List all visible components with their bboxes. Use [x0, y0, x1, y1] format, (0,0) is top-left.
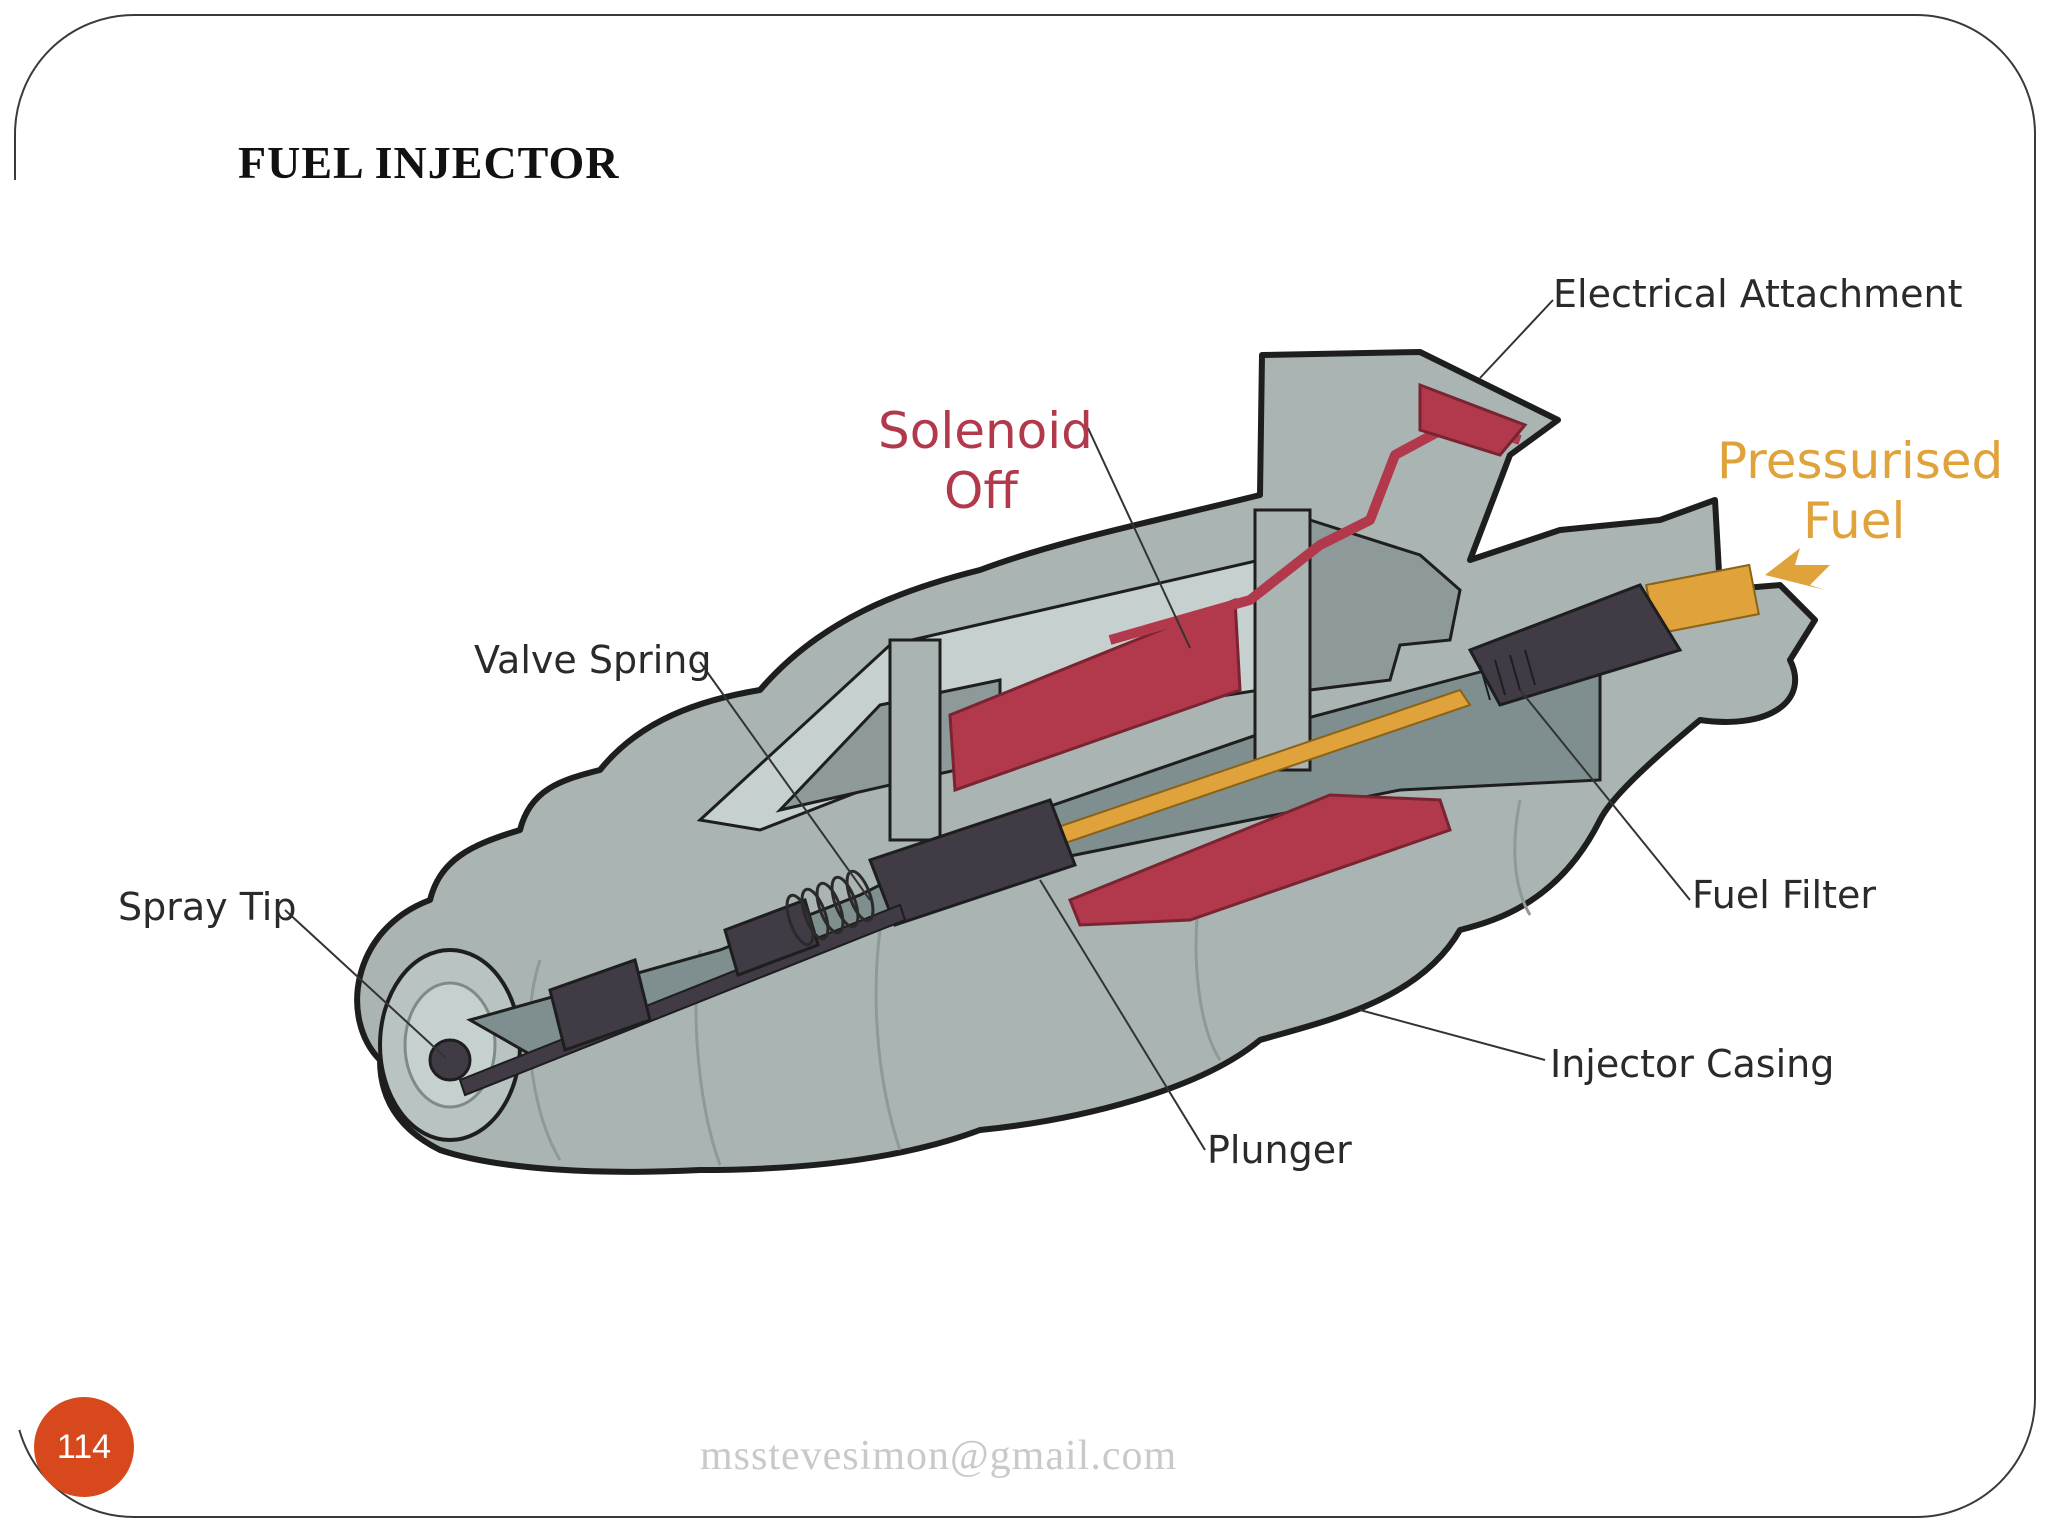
- leader-solenoid: [1087, 427, 1191, 649]
- plunger-guide-2: [548, 958, 652, 1052]
- leader-valve-spring: [699, 661, 871, 901]
- connector-pin: [1418, 382, 1528, 457]
- left-web: [888, 638, 942, 842]
- solenoid-coil-lower: [1068, 793, 1452, 927]
- leader-injector-casing: [1359, 1009, 1546, 1061]
- plunger-body: [868, 798, 1077, 927]
- leader-electrical-attachment: [1479, 299, 1554, 379]
- casing-bulge-5: [1513, 799, 1532, 916]
- page-number-badge: 114: [34, 1397, 134, 1497]
- label-solenoid-line1: Solenoid: [878, 402, 1093, 460]
- footer-email: msstevesimon@gmail.com: [700, 1433, 1178, 1479]
- center-web: [1253, 508, 1312, 772]
- label-pressurised-line2: Fuel: [1803, 492, 1905, 550]
- casing-bulge-3: [874, 929, 902, 1151]
- connector-interior: [1308, 517, 1462, 692]
- label-valve-spring: Valve Spring: [474, 638, 711, 682]
- injector-casing-body: [354, 349, 1818, 1175]
- leader-plunger: [1039, 879, 1206, 1151]
- frame-gap: [10, 180, 20, 1430]
- leader-spray-tip: [284, 909, 447, 1059]
- label-pressurised-line1: Pressurised: [1717, 432, 2003, 490]
- leader-fuel-filter: [1519, 689, 1691, 901]
- plunger-guide-1: [723, 898, 820, 977]
- label-electrical-attachment: Electrical Attachment: [1553, 272, 1963, 316]
- fuel-filter-ribs: [1479, 649, 1536, 701]
- slide-title: FUEL INJECTOR: [238, 137, 620, 188]
- label-injector-casing: Injector Casing: [1550, 1042, 1834, 1086]
- label-spray-tip: Spray Tip: [118, 885, 296, 929]
- valve-spring: [785, 869, 875, 947]
- label-fuel-filter: Fuel Filter: [1692, 873, 1876, 917]
- label-plunger: Plunger: [1207, 1128, 1352, 1172]
- fuel-flow-arrow: [1765, 548, 1830, 590]
- page-number: 114: [56, 1428, 112, 1466]
- fuel-filter-body: [1467, 583, 1683, 707]
- spray-tip-ball: [428, 1038, 472, 1082]
- solenoid-coil-upper: [948, 597, 1242, 793]
- label-solenoid-line2: Off: [944, 462, 1019, 520]
